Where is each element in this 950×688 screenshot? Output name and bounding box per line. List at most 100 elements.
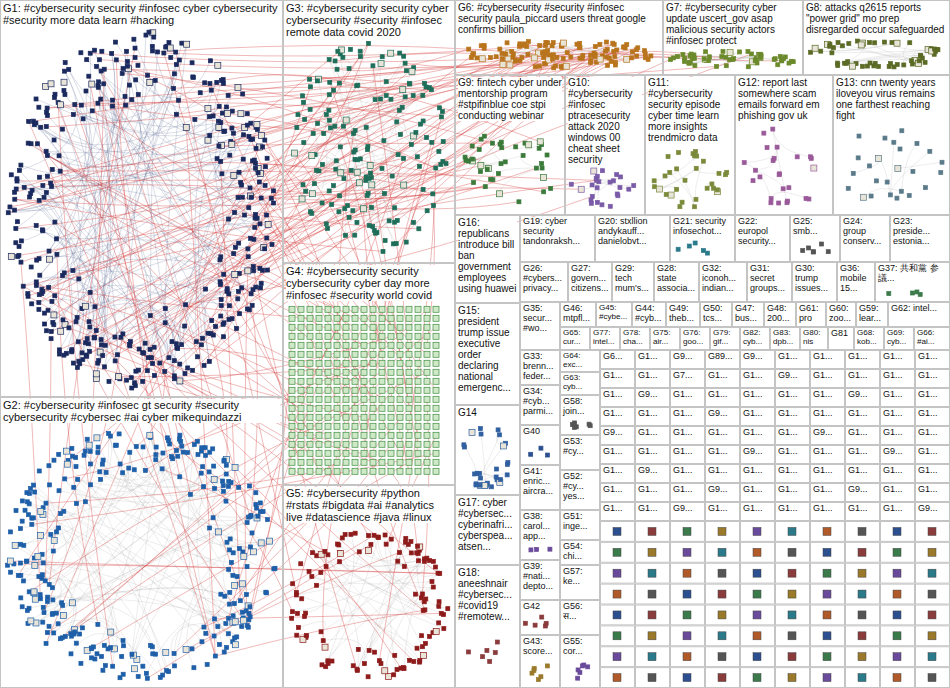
vertex-icon — [224, 110, 230, 116]
vertex-icon — [211, 447, 215, 451]
tie-line — [390, 539, 397, 669]
vertex-icon — [409, 142, 413, 146]
vertex-icon — [147, 432, 153, 438]
vertex-icon — [470, 144, 474, 148]
vertex-icon — [836, 64, 840, 68]
vertex-icon — [71, 269, 75, 273]
tie-line — [37, 144, 319, 427]
vertex-icon — [308, 85, 312, 89]
vertex-icon — [424, 85, 428, 89]
vertex-icon — [254, 491, 258, 495]
vertex-icon — [60, 601, 64, 605]
vertex-icon — [526, 52, 530, 56]
vertex-icon — [365, 194, 369, 198]
vertex-icon — [226, 93, 230, 97]
vertex-icon — [598, 42, 602, 46]
vertex-icon — [156, 50, 160, 54]
tie-line — [220, 57, 607, 282]
vertex-icon — [245, 112, 249, 116]
vertex-icon — [540, 166, 544, 170]
vertex-icon — [769, 197, 773, 201]
vertex-icon — [8, 205, 12, 209]
vertex-icon — [777, 201, 781, 205]
vertex-icon — [76, 477, 80, 481]
vertex-icon — [82, 453, 86, 457]
vertex-icon — [113, 359, 117, 363]
vertex-icon — [215, 62, 221, 68]
tie-line — [146, 611, 243, 673]
vertex-icon — [8, 530, 12, 534]
tie-line — [174, 624, 219, 654]
vertex-icon — [183, 647, 189, 653]
tie-line — [47, 155, 260, 268]
vertex-icon — [695, 154, 699, 158]
vertex-icon — [47, 464, 51, 468]
vertex-icon — [247, 618, 251, 622]
vertex-icon — [269, 196, 273, 200]
vertex-icon — [163, 369, 167, 373]
vertex-icon — [238, 111, 244, 117]
vertex-icon — [578, 186, 584, 192]
vertex-icon — [38, 597, 42, 601]
vertex-icon — [44, 501, 48, 505]
vertex-icon — [542, 56, 546, 60]
vertex-icon — [418, 164, 422, 168]
vertex-icon — [78, 632, 82, 636]
vertex-icon — [150, 44, 154, 48]
vertex-icon — [400, 87, 406, 93]
vertex-icon — [701, 249, 705, 253]
vertex-icon — [99, 477, 103, 481]
vertex-icon — [53, 220, 57, 224]
vertex-icon — [295, 126, 299, 130]
vertex-icon — [88, 449, 92, 453]
tie-line — [57, 254, 98, 624]
vertex-icon — [177, 437, 181, 441]
vertex-icon — [62, 88, 66, 92]
vertex-icon — [147, 80, 153, 86]
vertex-icon — [565, 51, 569, 55]
vertex-icon — [544, 51, 548, 55]
vertex-icon — [265, 236, 269, 240]
vertex-icon — [776, 63, 780, 67]
vertex-icon — [231, 573, 235, 577]
tie-line — [55, 296, 249, 627]
vertex-icon — [173, 664, 177, 668]
vertex-icon — [411, 220, 415, 224]
vertex-icon — [103, 664, 107, 668]
vertex-icon — [38, 533, 44, 539]
tie-line — [373, 66, 418, 444]
vertex-icon — [148, 347, 152, 351]
vertex-icon — [232, 619, 238, 625]
vertex-icon — [327, 189, 331, 193]
vertex-icon — [93, 371, 99, 377]
vertex-icon — [819, 49, 823, 53]
tie-line — [60, 171, 596, 181]
vertex-icon — [231, 614, 235, 618]
vertex-icon — [101, 458, 105, 462]
vertex-icon — [94, 329, 98, 333]
vertex-icon — [118, 462, 122, 466]
vertex-icon — [240, 624, 244, 628]
vertex-icon — [211, 516, 215, 520]
vertex-icon — [194, 340, 198, 344]
vertex-icon — [245, 123, 249, 127]
vertex-icon — [100, 462, 104, 466]
vertex-icon — [6, 211, 10, 215]
vertex-icon — [210, 319, 214, 323]
vertex-icon — [355, 220, 359, 224]
vertex-icon — [683, 56, 687, 60]
tie-line — [890, 151, 930, 195]
vertex-icon — [303, 117, 307, 121]
vertex-icon — [857, 134, 861, 138]
vertex-icon — [178, 362, 182, 366]
vertex-icon — [489, 177, 493, 181]
vertex-icon — [795, 155, 799, 159]
vertex-icon — [47, 256, 53, 262]
vertex-icon — [32, 562, 38, 568]
vertex-icon — [133, 46, 137, 50]
vertex-icon — [479, 56, 485, 62]
vertex-icon — [184, 41, 190, 47]
vertex-icon — [127, 466, 131, 470]
vertex-icon — [830, 51, 834, 55]
vertex-icon — [128, 450, 132, 454]
